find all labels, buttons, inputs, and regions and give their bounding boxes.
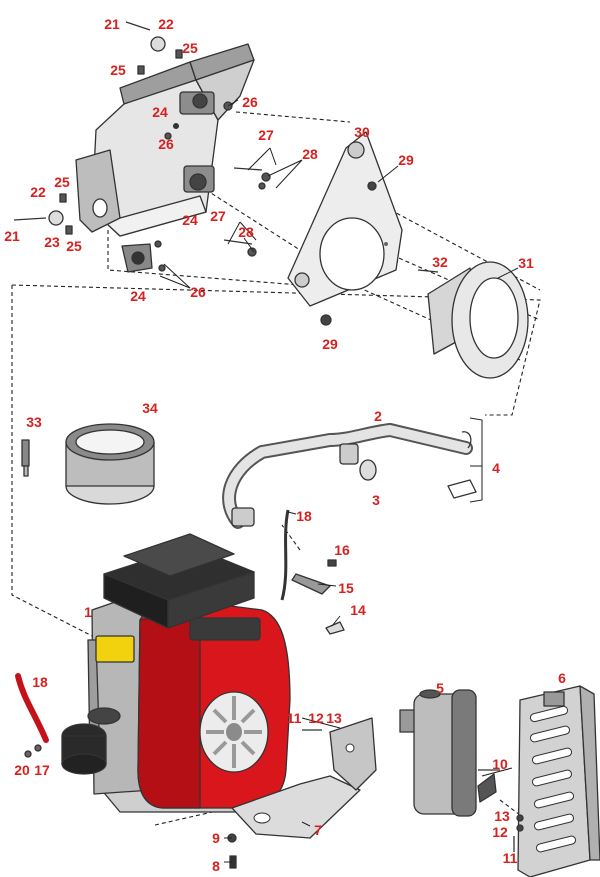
callout-27-upper: 27 [258,127,274,143]
callout-18-upper: 18 [296,508,312,524]
muffler-guard [513,685,600,877]
callout-8: 8 [212,858,220,874]
callout-27-lower: 27 [210,208,226,224]
callout-24-lower: 24 [130,288,146,304]
callout-14: 14 [350,602,366,618]
callout-1: 1 [84,604,92,620]
callout-24-middle: 24 [182,212,198,228]
engine [61,533,291,813]
callout-25-left-lower: 25 [66,238,82,254]
exhaust-tube [222,417,483,529]
callout-17: 17 [34,762,50,778]
callout-28-lower: 28 [238,224,254,240]
breather-tube [15,673,49,758]
callout-11-right: 11 [502,850,518,866]
callout-10: 10 [492,756,508,772]
callout-18-lower: 18 [32,674,48,690]
callout-24-upper: 24 [152,104,168,120]
callout-20: 20 [14,762,30,778]
callout-21-left: 21 [4,228,20,244]
callout-28-upper: 28 [302,146,318,162]
callout-9: 9 [212,830,220,846]
callout-25-top-left: 25 [110,62,126,78]
callout-11-middle: 11 [286,710,302,726]
rotating-screen-housing [417,261,529,379]
callout-30: 30 [354,124,370,140]
callout-25-top-right: 25 [182,40,198,56]
fuel-line-and-clips [280,509,345,635]
muffler [399,689,513,817]
callout-29-upper: 29 [398,152,414,168]
callout-5: 5 [436,680,444,696]
callout-22-left: 22 [30,184,46,200]
callout-26-lower: 26 [190,284,206,300]
callout-32: 32 [432,254,448,270]
engine-plate [287,131,403,326]
blower-housing [75,43,255,237]
callout-15: 15 [338,580,354,596]
callout-12-middle: 12 [308,710,324,726]
callout-29-lower: 29 [322,336,338,352]
callout-23: 23 [44,234,60,250]
callout-4: 4 [492,460,500,476]
callout-34: 34 [142,400,158,416]
spark-plug [21,439,30,477]
callout-2: 2 [374,408,382,424]
callout-22-top: 22 [158,16,174,32]
leader-lines [159,99,519,863]
callout-13-right: 13 [494,808,510,824]
muffler-bracket [227,717,377,869]
callout-6: 6 [558,670,566,686]
callout-21-top: 21 [104,16,120,32]
callout-25-left-upper: 25 [54,174,70,190]
air-filter [65,423,155,505]
callout-26-upper-right: 26 [242,94,258,110]
callout-33: 33 [26,414,42,430]
blower-hardware [13,21,271,273]
callout-13-middle: 13 [326,710,342,726]
callout-3: 3 [372,492,380,508]
callout-7: 7 [314,822,322,838]
callout-16: 16 [334,542,350,558]
callout-12-right: 12 [492,824,508,840]
callout-31: 31 [518,255,534,271]
callout-26-upper-left: 26 [158,136,174,152]
